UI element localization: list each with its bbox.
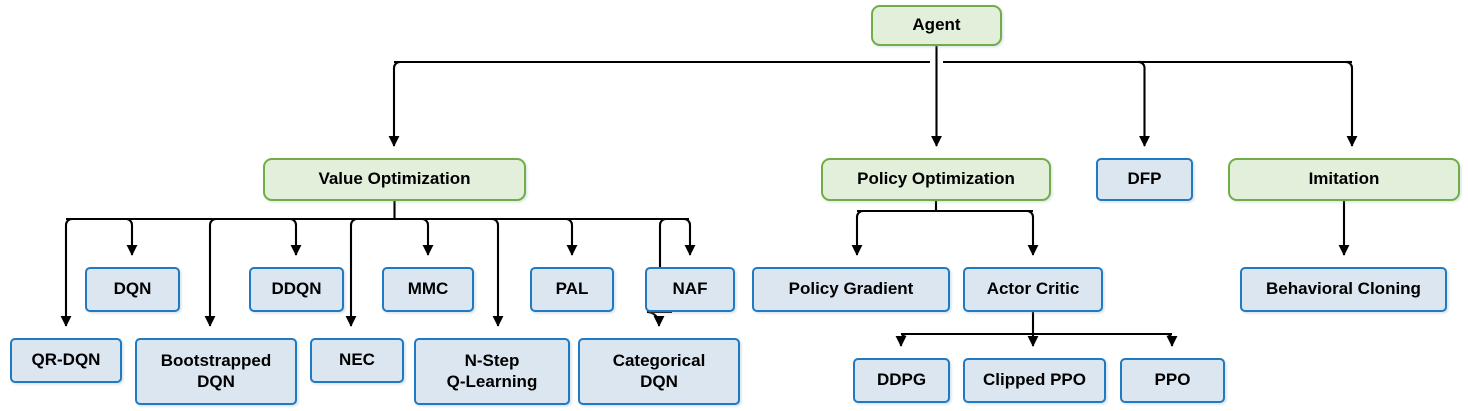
node-pal[interactable]: PAL xyxy=(530,267,614,312)
node-dfp-label: DFP xyxy=(1127,169,1162,189)
node-policy-gradient[interactable]: Policy Gradient xyxy=(752,267,950,312)
edge-policy-optimization-children xyxy=(851,201,1039,256)
node-agent-label: Agent xyxy=(912,15,961,35)
node-bootstrapped-dqn[interactable]: Bootstrapped DQN xyxy=(135,338,297,405)
node-imitation[interactable]: Imitation xyxy=(1228,158,1460,201)
node-behavioral-cloning-label: Behavioral Cloning xyxy=(1266,279,1421,299)
node-ddqn[interactable]: DDQN xyxy=(249,267,344,312)
node-mmc-label: MMC xyxy=(407,279,449,299)
node-dqn[interactable]: DQN xyxy=(85,267,180,312)
node-categorical-dqn-label: Categorical DQN xyxy=(612,351,706,391)
node-value-optimization[interactable]: Value Optimization xyxy=(263,158,526,201)
node-n-step-q-learning-label: N-Step Q-Learning xyxy=(446,351,538,391)
node-policy-optimization[interactable]: Policy Optimization xyxy=(821,158,1051,201)
node-policy-optimization-label: Policy Optimization xyxy=(857,169,1015,189)
node-clipped-ppo-label: Clipped PPO xyxy=(983,370,1086,390)
node-nec[interactable]: NEC xyxy=(310,338,404,383)
node-actor-critic[interactable]: Actor Critic xyxy=(963,267,1103,312)
node-bootstrapped-dqn-label: Bootstrapped DQN xyxy=(160,351,272,391)
node-ppo[interactable]: PPO xyxy=(1120,358,1225,403)
node-qr-dqn[interactable]: QR-DQN xyxy=(10,338,122,383)
edge-agent-children xyxy=(388,46,1358,147)
node-ddqn-label: DDQN xyxy=(271,279,322,299)
node-pal-label: PAL xyxy=(555,279,589,299)
node-naf-label: NAF xyxy=(672,279,708,299)
edge-actor-critic-children xyxy=(895,312,1178,347)
node-behavioral-cloning[interactable]: Behavioral Cloning xyxy=(1240,267,1447,312)
node-policy-gradient-label: Policy Gradient xyxy=(788,279,914,299)
node-mmc[interactable]: MMC xyxy=(382,267,474,312)
node-naf[interactable]: NAF xyxy=(645,267,735,312)
node-ppo-label: PPO xyxy=(1154,370,1191,390)
node-dfp[interactable]: DFP xyxy=(1096,158,1193,201)
node-ddpg-label: DDPG xyxy=(876,370,927,390)
node-clipped-ppo[interactable]: Clipped PPO xyxy=(963,358,1106,403)
node-dqn-label: DQN xyxy=(113,279,152,299)
node-agent[interactable]: Agent xyxy=(871,5,1002,46)
node-n-step-q-learning[interactable]: N-Step Q-Learning xyxy=(414,338,570,405)
node-value-optimization-label: Value Optimization xyxy=(318,169,471,189)
node-imitation-label: Imitation xyxy=(1308,169,1380,189)
node-ddpg[interactable]: DDPG xyxy=(853,358,950,403)
node-actor-critic-label: Actor Critic xyxy=(986,279,1080,299)
node-qr-dqn-label: QR-DQN xyxy=(31,350,101,370)
node-categorical-dqn[interactable]: Categorical DQN xyxy=(578,338,740,405)
node-nec-label: NEC xyxy=(339,350,375,370)
